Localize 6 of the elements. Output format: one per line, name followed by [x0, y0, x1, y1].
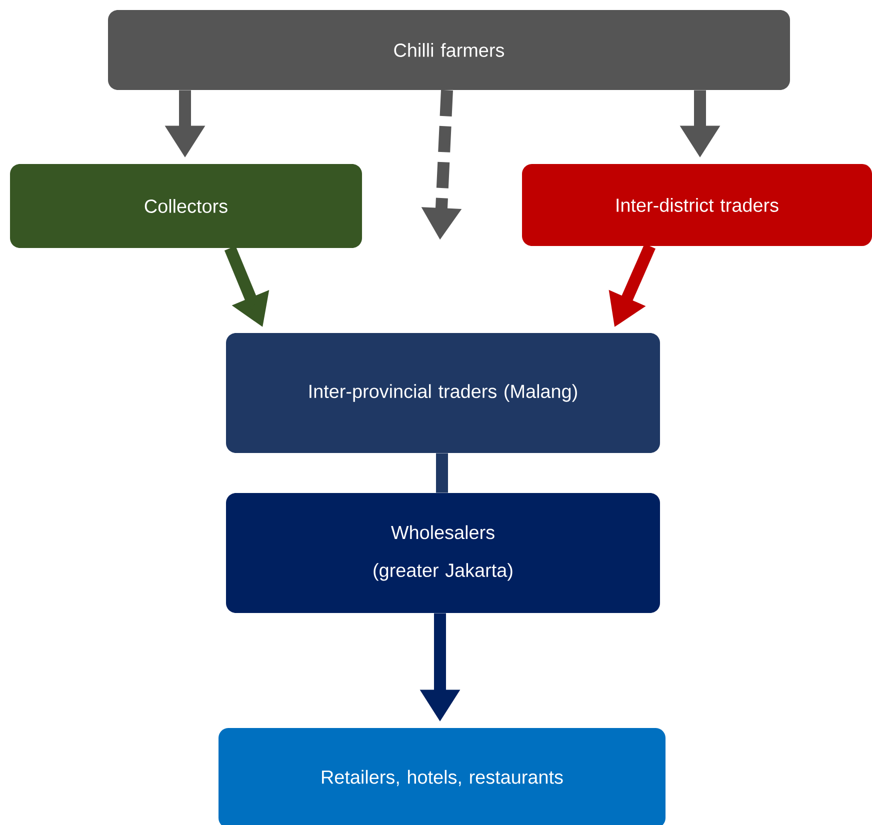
process-box: Retailers, hotels, restaurants	[218, 728, 666, 825]
process-box: Inter-provincial traders (Malang)	[226, 333, 660, 453]
process-box: Chilli farmers	[108, 10, 790, 90]
process-box: Collectors	[10, 164, 362, 248]
process-box: Inter-district traders	[522, 164, 872, 246]
process-box: Wholesalers (greater Jakarta)	[226, 493, 660, 613]
